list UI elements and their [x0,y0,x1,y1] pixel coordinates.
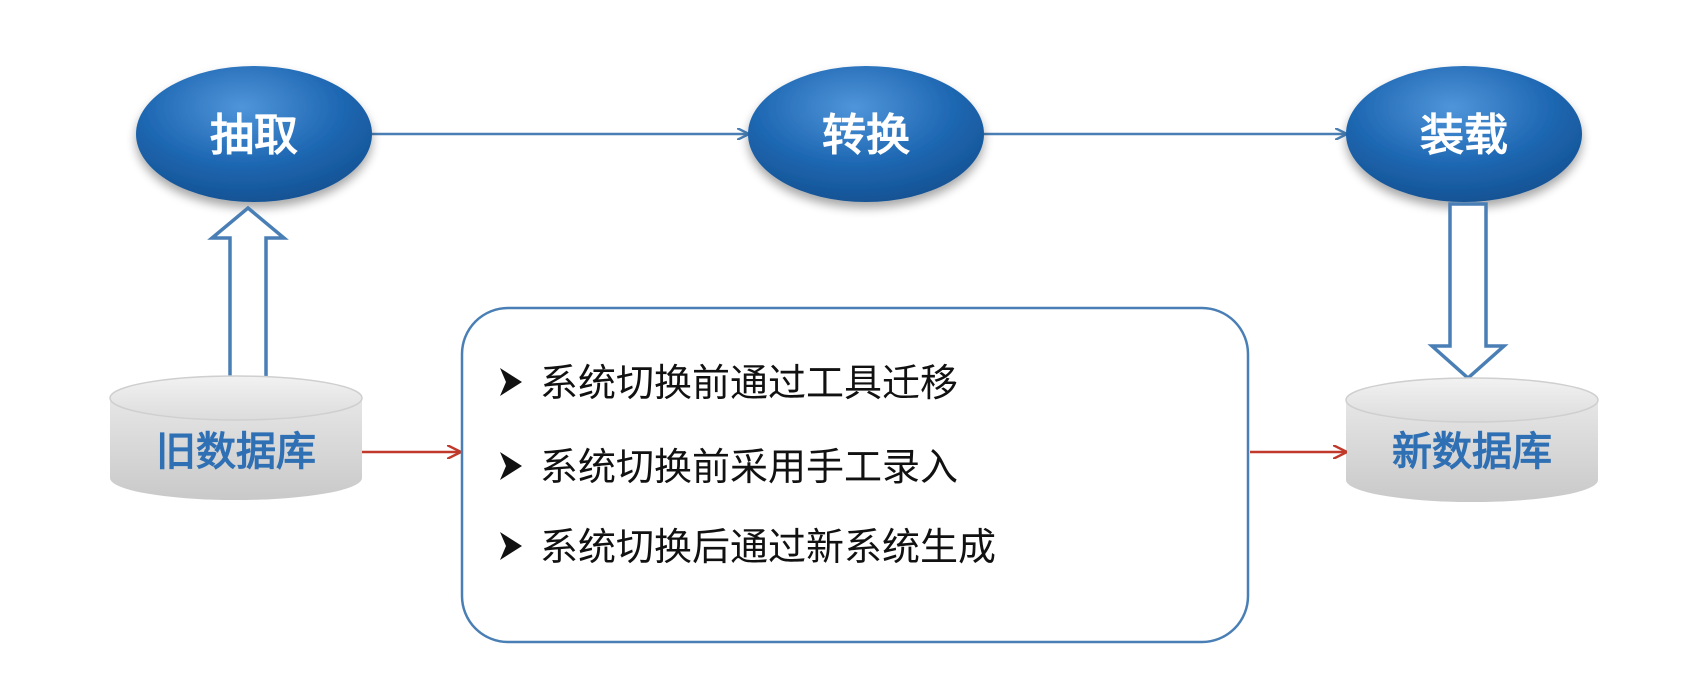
method-item: 系统切换前采用手工录入 [500,445,958,489]
block-arrow-up [207,205,289,382]
process-step-load: 装载 [1346,66,1582,202]
method-item: 系统切换前通过工具迁移 [500,361,958,405]
process-step-extract-label: 抽取 [210,110,298,161]
method-item-text: 系统切换前通过工具迁移 [540,361,958,405]
database-new-label: 新数据库 [1392,429,1552,475]
database-old: 旧数据库 [109,375,363,500]
database-new: 新数据库 [1345,377,1599,502]
database-old-label: 旧数据库 [156,429,316,475]
method-item: 系统切换后通过新系统生成 [500,525,996,569]
process-step-load-label: 装载 [1420,110,1508,161]
bullet-arrow-icon [500,368,522,396]
process-step-transform: 转换 [748,66,984,202]
block-arrow-down [1427,202,1509,381]
process-step-transform-label: 转换 [822,110,910,161]
method-item-text: 系统切换前采用手工录入 [540,445,958,489]
bullet-arrow-icon [500,532,522,560]
methods-panel: 系统切换前通过工具迁移 系统切换前采用手工录入 系统切换后通过新系统生成 [460,306,1250,644]
method-item-text: 系统切换后通过新系统生成 [540,525,996,569]
process-step-extract: 抽取 [136,66,372,202]
bullet-arrow-icon [500,452,522,480]
